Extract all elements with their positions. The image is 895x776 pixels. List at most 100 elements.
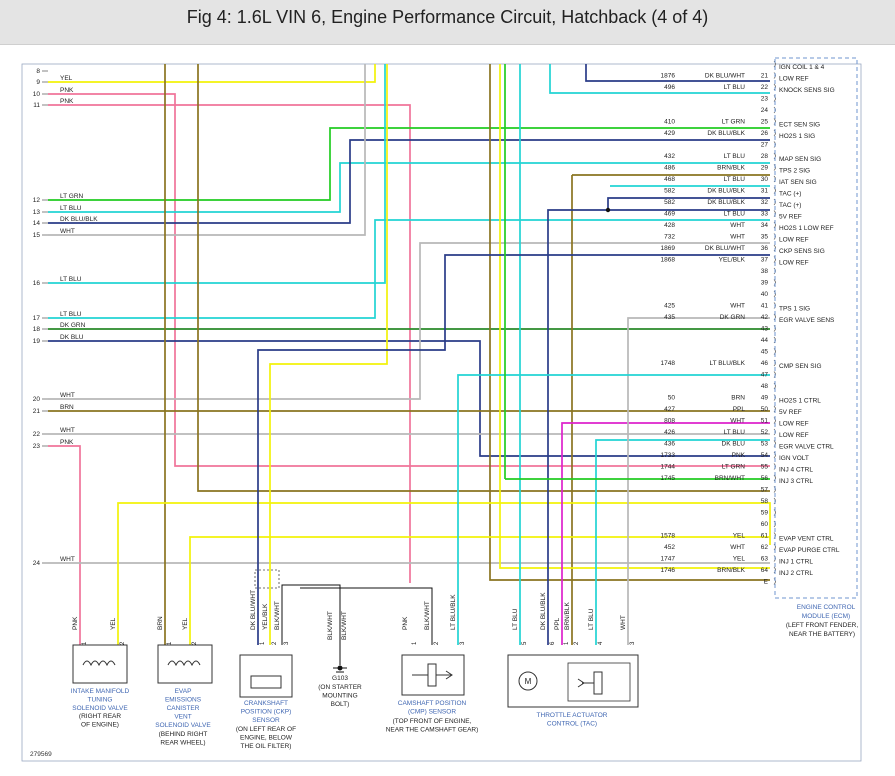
- ecm-circuit-number: 1733: [661, 452, 676, 459]
- component-wire-label: BLK/WHT: [274, 601, 281, 630]
- left-pin-number: 17: [33, 315, 41, 322]
- ecm-pin-label: INJ 3 CTRL: [779, 478, 813, 485]
- tac-motor: [518, 671, 538, 691]
- wire-yelblk-ckp: [269, 64, 388, 645]
- component-wire-label: BRN/BLK: [564, 602, 571, 630]
- ecm-circuit-number: 1746: [661, 567, 676, 574]
- ecm-wire-label: YEL/BLK: [719, 257, 746, 264]
- ecm-wire-label: WHT: [730, 418, 745, 425]
- ckp-element: [250, 675, 282, 689]
- ecm-circuit-number: 425: [664, 303, 675, 310]
- coil-symbol: [167, 660, 201, 667]
- left-pin-number: 10: [33, 91, 41, 98]
- component-name: SENSOR: [252, 717, 280, 724]
- component-name: (CMP) SENSOR: [408, 709, 456, 716]
- component-pin-number: 3: [284, 641, 290, 645]
- left-wire-label: YEL: [60, 75, 73, 82]
- ecm-pin-number: 40: [761, 291, 769, 298]
- ecm-circuit-number: 468: [664, 176, 675, 183]
- ecm-circuit-number: 1744: [661, 464, 676, 471]
- ecm-circuit-number: 1869: [661, 245, 676, 252]
- component-wire-label: DK BLU/WHT: [250, 590, 257, 630]
- ecm-pin-label: IGN COIL 1 & 4: [779, 64, 825, 71]
- ecm-pin-label: HO2S 1 CTRL: [779, 398, 821, 405]
- ecm-pin-number: 24: [761, 107, 769, 114]
- component-pin-number: 5: [522, 641, 528, 645]
- left-pin-number: 8: [36, 68, 40, 75]
- frame-border: [21, 63, 862, 762]
- ecm-pin-label: IAT SEN SIG: [779, 179, 817, 186]
- component-name: SOLENOID VALVE: [72, 705, 128, 712]
- component-body: [157, 644, 213, 684]
- wire-brnwht-56: [197, 64, 770, 492]
- left-wire-label: PNK: [60, 439, 74, 446]
- ecm-wire-label: LT BLU: [724, 429, 746, 436]
- left-pin-number: 21: [33, 408, 41, 415]
- ecm-terminal: [773, 95, 776, 102]
- ecm-circuit-number: 436: [664, 441, 675, 448]
- component-wire-label: WHT: [620, 615, 627, 630]
- left-wire-label: LT GRN: [60, 193, 84, 200]
- component-location: (TOP FRONT OF ENGINE,: [393, 718, 472, 725]
- ecm-pin-number: 34: [761, 222, 769, 229]
- wire-pnk-10: [48, 93, 770, 467]
- left-wire-label: PNK: [60, 98, 74, 105]
- component-name: TUNING: [88, 697, 113, 704]
- left-pin-number: 14: [33, 220, 41, 227]
- ecm-terminal: [773, 221, 776, 229]
- ecm-pin-number: 48: [761, 383, 769, 390]
- left-pin-number: 24: [33, 560, 41, 567]
- ecm-location: NEAR THE BATTERY): [789, 631, 855, 638]
- ecm-pin-number: 30: [761, 176, 769, 183]
- ground-wire-label: BLK/WHT: [341, 611, 348, 640]
- component-location: OF ENGINE): [81, 722, 119, 729]
- ecm-pin-label: CKP SENS SIG: [779, 248, 825, 255]
- ecm-circuit-number: 808: [664, 418, 675, 425]
- component-wire-label: LT BLU/BLK: [450, 594, 457, 630]
- ecm-location: (LEFT FRONT FENDER,: [786, 622, 859, 629]
- ecm-pin-number: E: [764, 579, 769, 586]
- ecm-circuit-number: 582: [664, 199, 675, 206]
- ecm-circuit-number: 582: [664, 188, 675, 195]
- component-name: POSITION (CKP): [241, 709, 292, 716]
- ecm-name: MODULE (ECM): [802, 613, 850, 620]
- left-pin-number: 12: [33, 197, 41, 204]
- ecm-circuit-number: 432: [664, 153, 675, 160]
- component-wire-label: YEL: [110, 617, 117, 630]
- ecm-terminal: [773, 382, 776, 390]
- ecm-pin-number: 35: [761, 234, 769, 241]
- component-pin-number: 2: [574, 641, 580, 645]
- left-pin-number: 20: [33, 396, 41, 403]
- ecm-circuit-number: 486: [664, 165, 675, 172]
- ecm-wire-label: PPL: [733, 406, 746, 413]
- left-wire-label: DK BLU/BLK: [60, 216, 98, 223]
- ecm-circuit-number: 426: [664, 429, 675, 436]
- ecm-terminal: [773, 474, 776, 482]
- ecm-circuit-number: 410: [664, 119, 675, 126]
- component-name: VENT: [174, 714, 191, 721]
- ecm-pin-number: 25: [761, 119, 769, 126]
- ecm-circuit-number: 1745: [661, 475, 676, 482]
- left-wire-label: WHT: [60, 228, 75, 235]
- left-pin-number: 9: [36, 79, 40, 86]
- ecm-circuit-number: 435: [664, 314, 675, 321]
- wire-blkwht-cmp: [300, 587, 433, 645]
- ecm-terminal: [773, 244, 776, 252]
- cmp-resistor: [427, 663, 437, 687]
- left-wire-label: BRN: [60, 404, 74, 411]
- ecm-pin-label: EGR VALVE CTRL: [779, 444, 834, 451]
- ecm-wire-label: LT BLU: [724, 176, 746, 183]
- ecm-pin-number: 45: [761, 349, 769, 356]
- component-wire-label: YEL/BLK: [262, 603, 269, 630]
- component-location: BOLT): [331, 701, 350, 708]
- tac-body: [507, 654, 639, 708]
- component-wire-label: LT BLU: [588, 608, 595, 630]
- tac-resistor: [593, 671, 603, 695]
- wire-yel-evap: [189, 536, 770, 645]
- ecm-pin-label: 5V REF: [779, 214, 802, 221]
- ecm-pin-number: 21: [761, 73, 769, 80]
- ecm-pin-label: EVAP PURGE CTRL: [779, 547, 840, 554]
- ecm-pin-number: 58: [761, 498, 769, 505]
- wire-dkbluwht-ckp: [257, 254, 770, 645]
